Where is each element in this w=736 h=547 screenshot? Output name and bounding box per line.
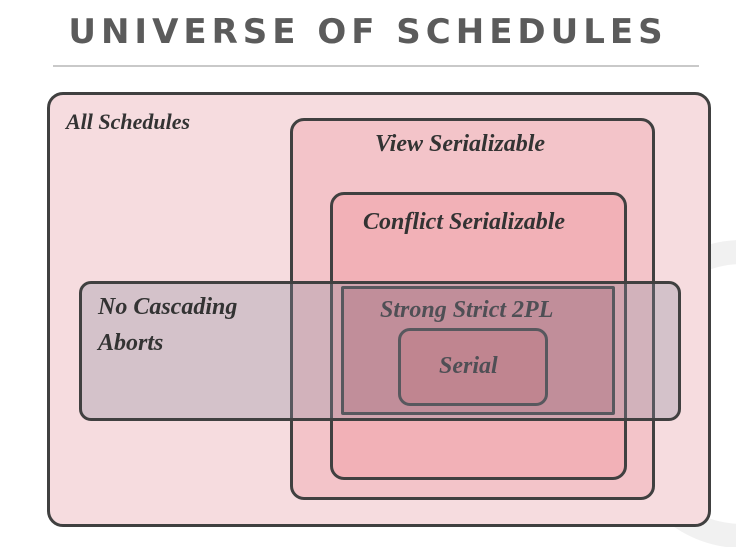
serial-region: Serial (398, 328, 548, 406)
no-cascading-aborts-label-line2: Aborts (98, 330, 164, 356)
no-cascading-aborts-label-line1: No Cascading (98, 294, 238, 320)
slide-title: UNIVERSE OF SCHEDULES (68, 12, 668, 52)
no-cascading-aborts-region: No Cascading Aborts (79, 281, 681, 421)
serial-label: Serial (439, 353, 498, 379)
title-divider (53, 65, 699, 67)
view-serializable-label: View Serializable (375, 131, 546, 157)
all-schedules-label: All Schedules (66, 109, 191, 134)
conflict-serializable-label: Conflict Serializable (363, 209, 566, 235)
strong-strict-2pl-label: Strong Strict 2PL (380, 297, 554, 323)
